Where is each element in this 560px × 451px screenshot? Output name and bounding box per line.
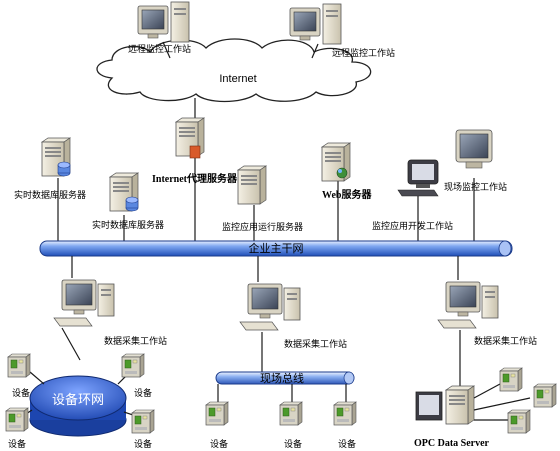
remote-link-2 [311,43,319,59]
field-monitor-workstation-label: 现场监控工作站 [444,181,507,193]
internet-proxy-server: Internet代理服务器 [152,117,238,185]
backbone-bus: 企业主干网 [39,240,513,257]
acquisition-workstation-2-label: 数据采集工作站 [284,338,347,350]
acquisition-workstation-2: 数据采集工作站 [239,283,347,350]
internet-proxy-server-label: Internet代理服务器 [152,172,238,185]
ring-link [61,327,81,361]
realtime-db-server-1-label: 实时数据库服务器 [14,189,86,201]
fieldbus-device-links [217,384,347,404]
opc-device-1 [499,367,523,392]
fieldbus-device-3: 设备 [333,401,357,450]
fieldbus-device-1: 设备 [205,401,229,450]
remote-workstation-1-label: 远程监控工作站 [128,43,191,55]
ring-device-4-label: 设备 [134,438,152,450]
ring-label: 设备环网 [52,392,104,408]
ring-device-2-label: 设备 [134,387,152,399]
web-server: Web服务器 [321,142,372,201]
internet-cloud: Internet [96,38,372,103]
ring-device-3: 设备 [5,407,29,450]
fieldbus-device-1-label: 设备 [210,438,228,450]
internet-label: Internet [219,73,256,85]
fieldbus-device-2: 设备 [279,401,303,450]
ring-device-4: 设备 [131,409,155,450]
remote-workstation-2-label: 远程监控工作站 [332,47,395,59]
remote-link-1 [162,41,171,59]
monitor-app-server-label: 监控应用运行服务器 [222,221,303,233]
acquisition-workstation-1: 数据采集工作站 [53,279,167,347]
web-server-label: Web服务器 [322,188,372,201]
acquisition-workstation-3: 数据采集工作站 [437,281,537,347]
field-monitor-workstation: 现场监控工作站 [444,129,507,193]
monitor-dev-workstation-label: 监控应用开发工作站 [372,220,453,232]
monitor-app-server: 监控应用运行服务器 [222,165,303,233]
acquisition-workstation-1-label: 数据采集工作站 [104,335,167,347]
opc-data-server: OPC Data Server [414,385,490,449]
opc-device-2 [533,383,557,408]
ring-device-3-label: 设备 [8,438,26,450]
realtime-db-server-2-label: 实时数据库服务器 [92,219,164,231]
ring-device-1-label: 设备 [12,387,30,399]
acquisition-workstation-3-label: 数据采集工作站 [474,335,537,347]
fieldbus-device-2-label: 设备 [284,438,302,450]
opc-device-3 [507,409,531,434]
realtime-db-server-1: 实时数据库服务器 [14,137,86,201]
realtime-db-server-2: 实时数据库服务器 [92,172,164,231]
backbone-label: 企业主干网 [249,241,304,255]
ring-device-1: 设备 [7,353,31,399]
fieldbus: 现场总线 [215,371,355,385]
remote-workstation-2: 远程监控工作站 [289,3,395,59]
monitor-dev-workstation: 监控应用开发工作站 [372,159,453,232]
remote-workstation-1: 远程监控工作站 [128,1,191,55]
opc-device-links [473,383,531,421]
fieldbus-device-3-label: 设备 [338,438,356,450]
device-ring: 设备环网 [29,375,127,437]
opc-label: OPC Data Server [414,438,490,449]
fieldbus-label: 现场总线 [260,371,304,385]
ring-device-2: 设备 [121,353,152,399]
